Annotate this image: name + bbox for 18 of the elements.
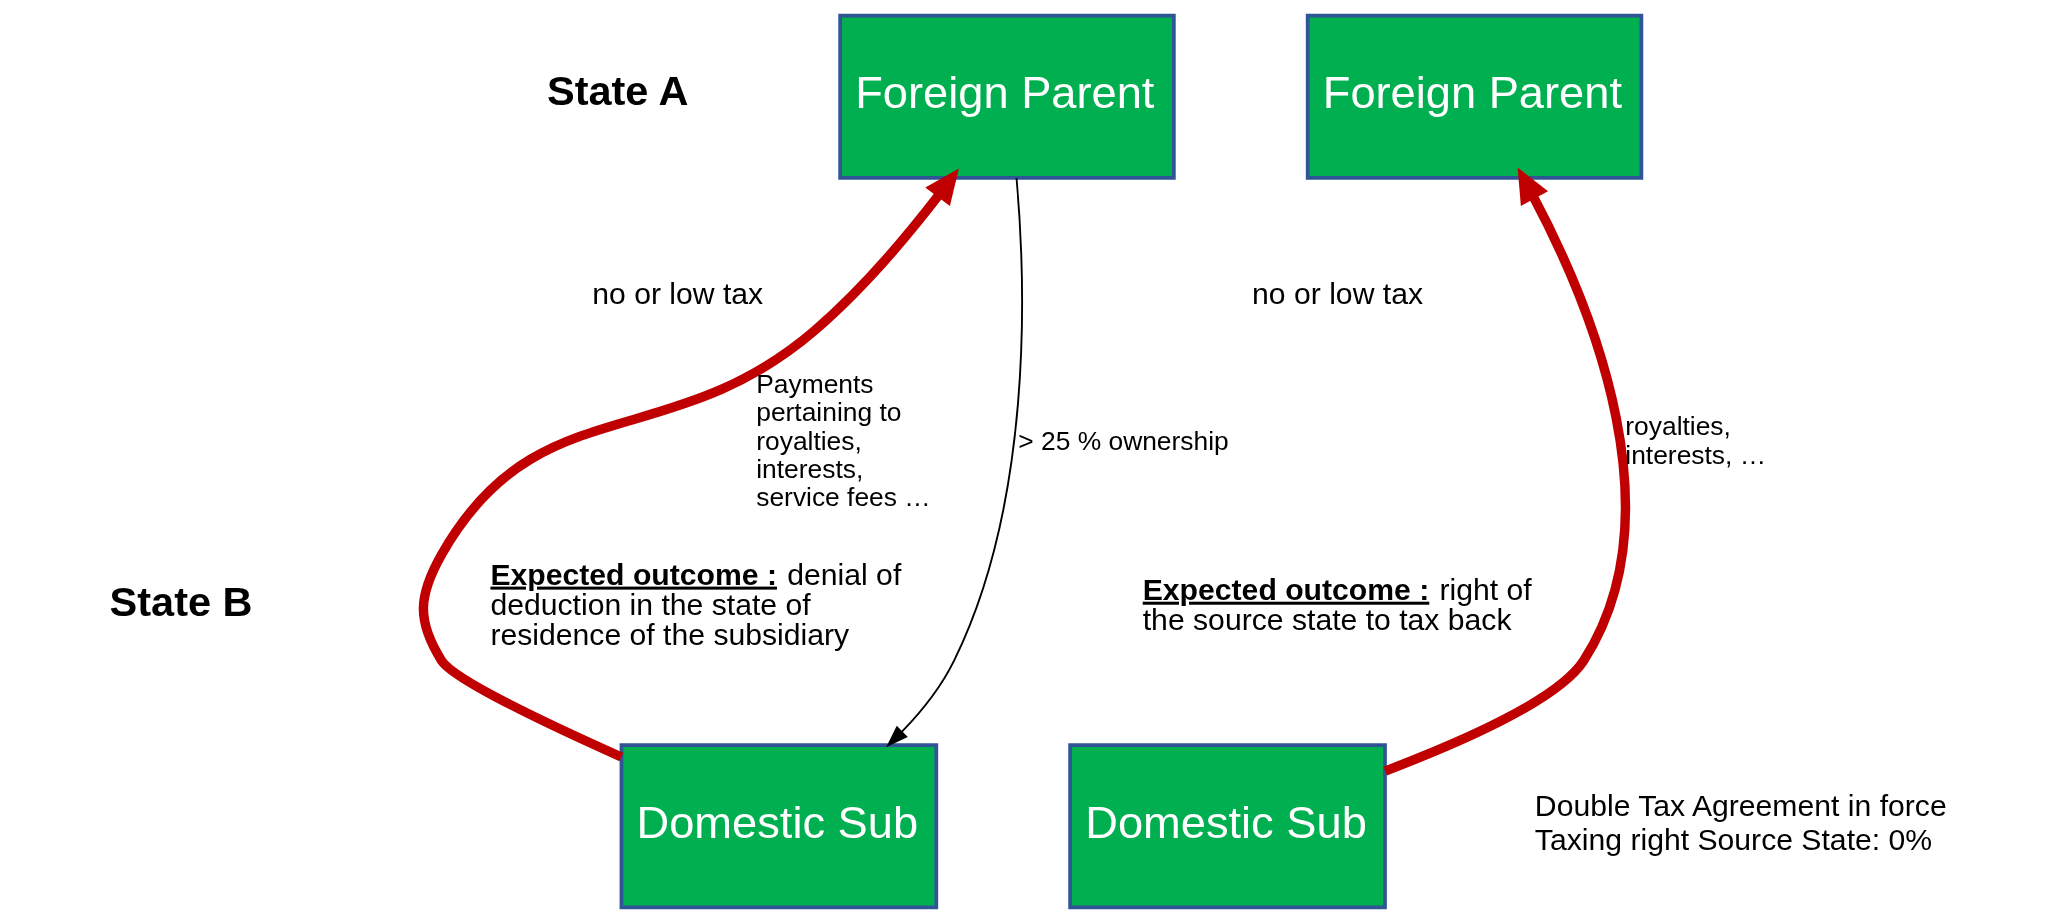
edge-label: royalties, interests, … (1624, 411, 1766, 470)
node-box: Domestic Sub (1067, 743, 1387, 910)
label: State B (109, 578, 252, 626)
label: State A (546, 67, 688, 115)
label: Expected outcome : denial of deduction in the state of residence of the subsidiary (489, 557, 901, 651)
label: no or low tax (1251, 276, 1423, 310)
edge-label: > 25 % ownership (1017, 425, 1229, 456)
node-box: Domestic Sub (619, 743, 938, 910)
arrow (885, 177, 1023, 748)
edge-label: Payments pertaining to royalties, interests, service fees … (755, 369, 931, 513)
arrow (418, 168, 959, 762)
node-label: Taxing right Source State: 0% (1534, 823, 1932, 857)
arrow (1382, 167, 1630, 776)
label: no or low tax (591, 276, 763, 310)
label: Expected outcome : right of the source state to tax back (1142, 572, 1532, 636)
node-label: Double Tax Agreement in force (1534, 789, 1947, 823)
node-box: Foreign Parent (837, 13, 1176, 180)
node-box: Foreign Parent (1305, 13, 1643, 180)
